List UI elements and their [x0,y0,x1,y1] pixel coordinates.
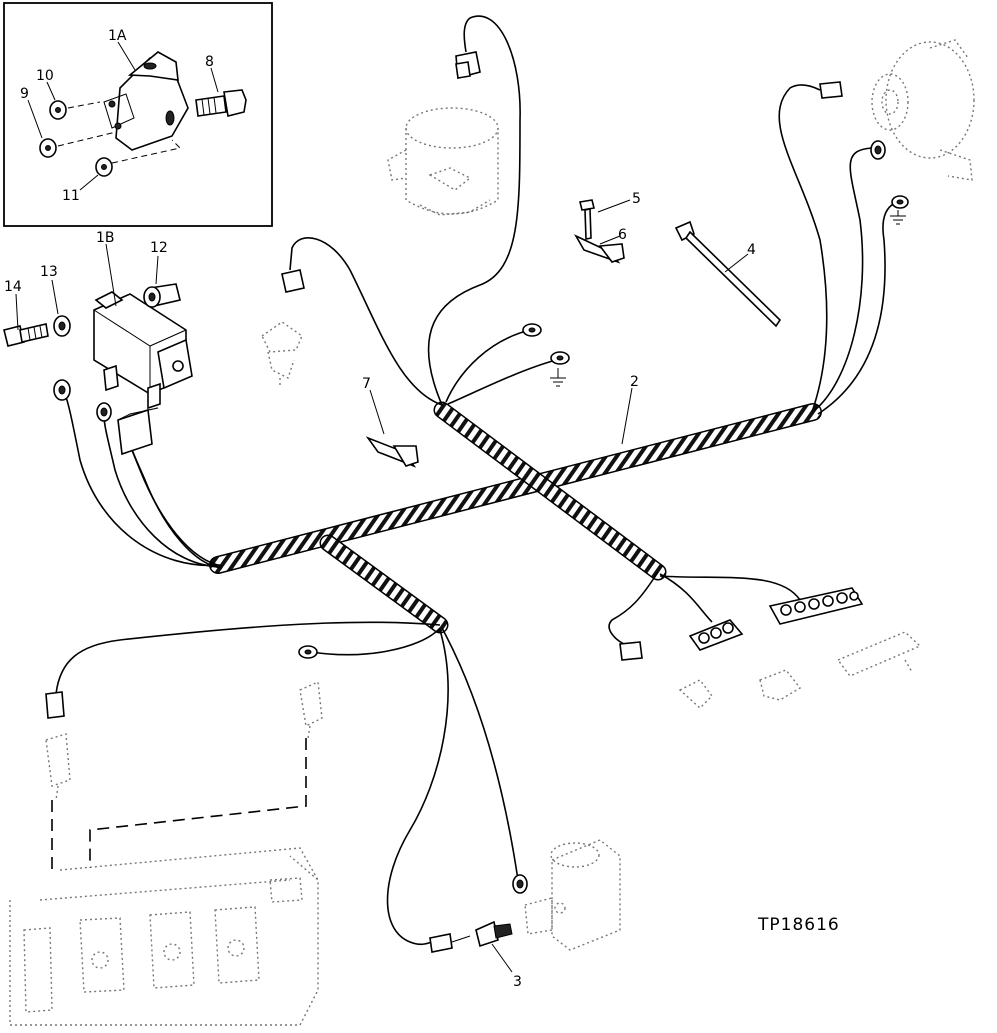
connector-upper-left [281,269,305,293]
lamp-connector-3pin [688,619,744,651]
sender-ring-terminal [512,874,528,894]
nut-10 [49,100,67,120]
callout-9: 9 [20,86,29,102]
alternator-connector [819,81,843,99]
switch-connector [429,933,453,953]
ring-terminal-ground-a [550,351,570,387]
callout-6: 6 [618,227,627,243]
figure-id: TP18616 [757,915,840,935]
strap-4 [674,220,782,328]
locator-line-upper [89,738,307,868]
callout-1b: 1B [96,230,115,246]
bolt-8 [195,89,247,117]
relay-1a [103,51,189,151]
ring-terminal-a [522,323,542,337]
clip-6 [574,234,625,264]
spacer-12 [143,283,181,308]
ring-terminal-relay-right [96,402,112,422]
ghost-pressure-switch [261,321,303,388]
lamp-connector-6pin [768,587,864,625]
harness-trunk [209,401,822,634]
ghost-glow-plug-left [45,733,71,801]
nut-11 [95,157,113,177]
relay-connector-block [117,407,159,456]
callout-1a: 1A [108,28,127,44]
switch-3 [475,920,513,948]
cap-screw-5 [579,199,595,240]
relay-1b [93,291,193,410]
callout-14: 14 [4,279,22,295]
callout-13: 13 [40,264,58,280]
branch-wires [55,15,899,946]
ghost-engine-block [9,847,319,1026]
callout-11: 11 [62,188,80,204]
callout-7: 7 [362,376,371,392]
starter-connector [455,51,481,80]
ghost-glow-plug-upper [299,680,323,739]
inset-panel [3,2,273,227]
callout-8: 8 [205,54,214,70]
callout-5: 5 [632,191,641,207]
glow-plug-connector [45,691,65,719]
nut-9 [39,138,57,158]
leader-lines [15,199,749,973]
callout-3: 3 [513,974,522,990]
alternator-ring-terminal [870,140,886,160]
washer-13 [53,315,71,337]
callout-10: 10 [36,68,54,84]
ghost-starter-motor [387,107,499,216]
clip-7 [365,436,419,468]
bolt-14 [3,323,49,347]
callout-2: 2 [630,374,639,390]
ghost-lamp-sockets [678,631,922,709]
ring-terminal-relay-left [53,379,71,401]
ghost-sender-housing [524,839,621,951]
lamp-connector-small [619,641,643,661]
ground-terminal-b [890,195,909,225]
ghost-alternator [871,39,975,181]
callout-12: 12 [150,240,168,256]
glow-plug-ring-terminal [298,645,318,659]
callout-4: 4 [747,242,756,258]
